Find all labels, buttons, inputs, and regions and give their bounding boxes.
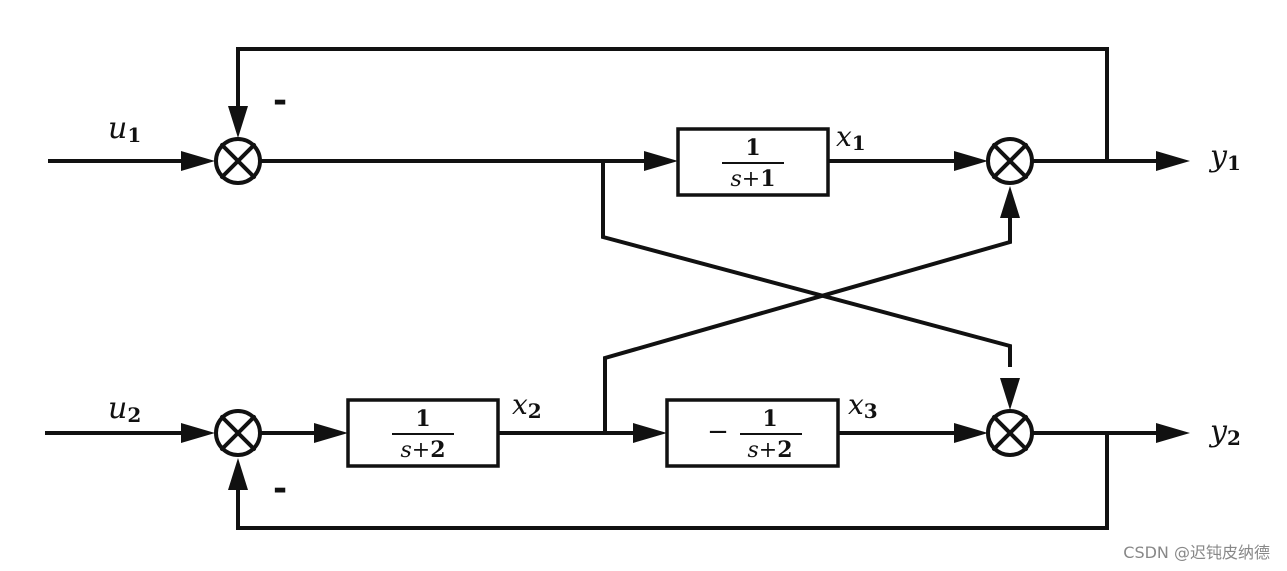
block-g2-numerator: 1 [415, 406, 430, 432]
arrowhead-y2 [1156, 423, 1190, 443]
block-g1-numerator: 1 [745, 135, 760, 161]
block-g1: 1 s+1 [676, 127, 830, 197]
feedback-sign-top: - [273, 81, 287, 121]
label-y1: y1 [1208, 139, 1241, 175]
summing-junction-3 [986, 137, 1034, 185]
label-x3: x3 [848, 388, 878, 423]
wire-feedback-bottom [236, 431, 1109, 530]
arrowhead-g3-in [633, 423, 667, 443]
wire-feedback-top [236, 47, 1109, 163]
summing-junction-4 [986, 409, 1034, 457]
block-g2: 1 s+2 [346, 398, 500, 468]
arrowhead-g1-in [644, 151, 678, 171]
watermark: CSDN @迟钝皮纳德 [1123, 543, 1270, 562]
arrowhead-sum4-cross [1000, 378, 1020, 410]
wires [45, 47, 1172, 530]
block-g3: − 1 s+2 [665, 398, 840, 468]
arrowhead-u2 [181, 423, 215, 443]
label-x1: x1 [836, 120, 866, 155]
block-g2-denominator: s+2 [400, 437, 445, 463]
arrowhead-feedback-top [228, 106, 248, 138]
label-y2: y2 [1208, 414, 1241, 450]
wire-cross-top-to-sum4 [601, 159, 1012, 367]
arrowhead-sum4-in [954, 423, 988, 443]
label-u1: u1 [108, 111, 141, 147]
arrowhead-sum3-cross [1000, 186, 1020, 218]
feedback-sign-bottom: - [273, 469, 287, 509]
block-g3-sign: − [707, 417, 729, 447]
arrowhead-sum3-in [954, 151, 988, 171]
arrowhead-y1 [1156, 151, 1190, 171]
block-g3-numerator: 1 [762, 406, 777, 432]
label-u2: u2 [108, 391, 141, 427]
arrowhead-u1 [181, 151, 215, 171]
wire-cross-x2-to-sum3 [603, 208, 1012, 435]
block-g3-denominator: s+2 [747, 437, 792, 463]
arrowheads [181, 106, 1190, 490]
summing-junction-2 [214, 409, 262, 457]
label-x2: x2 [512, 388, 542, 423]
arrowhead-feedback-bottom [228, 458, 248, 490]
summing-junction-1 [214, 137, 262, 185]
arrowhead-g2-in [314, 423, 348, 443]
block-g1-denominator: s+1 [730, 166, 775, 192]
